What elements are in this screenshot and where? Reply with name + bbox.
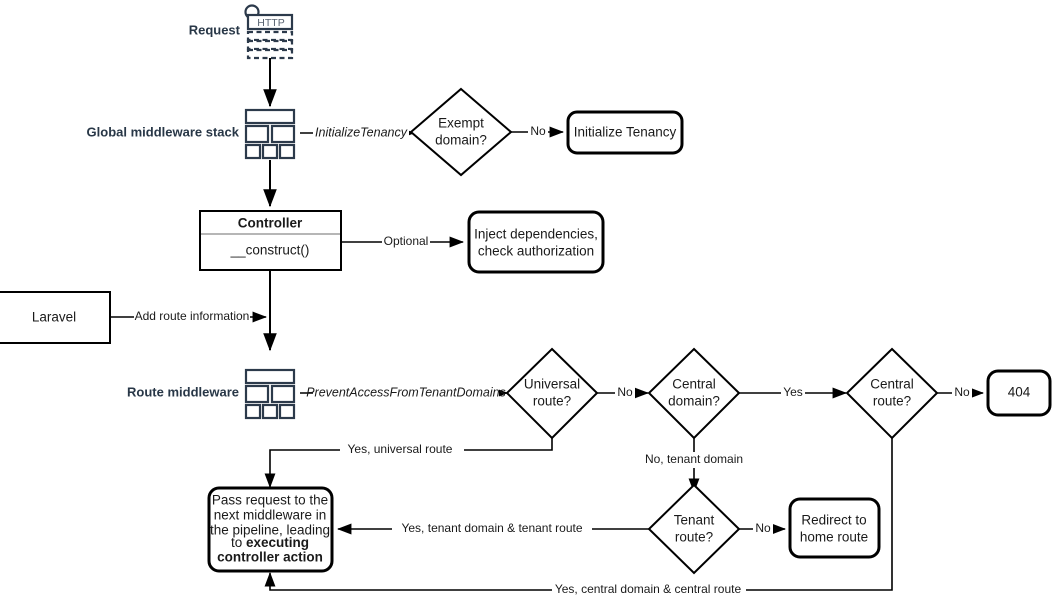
node-laravel-label: Laravel (32, 310, 76, 325)
edge-label-tenant-route-no: No (755, 521, 771, 535)
node-tenant-route[interactable]: Tenant route? (647, 483, 741, 575)
edge-label-universal-route-yes: Yes, universal route (348, 442, 453, 456)
node-controller-title: Controller (238, 216, 303, 231)
node-initialize-tenancy-label: Initialize Tenancy (574, 125, 677, 140)
node-laravel[interactable]: Laravel (0, 291, 111, 344)
node-central-route-line2: route? (873, 394, 911, 409)
node-redirect-home-line2: home route (800, 530, 868, 545)
node-exempt-domain-line1: Exempt (438, 116, 484, 131)
node-exempt-domain-line2: domain? (435, 133, 487, 148)
global-middleware-stack-icon (244, 108, 296, 160)
node-controller[interactable]: Controller __construct() (199, 210, 342, 271)
edge-label-add-route-information: Add route information (135, 309, 250, 323)
node-central-domain-line1: Central (672, 377, 716, 392)
edge-label-controller-optional: Optional (384, 234, 429, 248)
node-central-route-line1: Central (870, 377, 914, 392)
node-pass-request-line5: controller action (217, 550, 323, 565)
node-tenant-route-line2: route? (675, 530, 713, 545)
node-inject-dependencies-line2: check authorization (478, 244, 594, 259)
node-pass-request[interactable]: Pass request to the next middleware in t… (207, 486, 334, 573)
node-universal-route-line1: Universal (524, 377, 580, 392)
node-central-domain-line2: domain? (668, 394, 720, 409)
node-redirect-home[interactable]: Redirect to home route (788, 497, 881, 559)
node-redirect-home-line1: Redirect to (801, 513, 866, 528)
node-universal-route[interactable]: Universal route? (505, 347, 599, 440)
node-inject-dependencies[interactable]: Inject dependencies, check authorization (467, 210, 605, 274)
edge-label-universal-route-no: No (617, 385, 633, 399)
route-middleware-icon (244, 368, 296, 420)
edge-label-prevent-access-from-tenant-domains: PreventAccessFromTenantDomains (306, 385, 506, 399)
http-request-icon: HTTP (244, 4, 294, 60)
node-pass-request-line2: next middleware in (214, 508, 327, 523)
node-404[interactable]: 404 (986, 369, 1052, 417)
node-central-route[interactable]: Central route? (845, 347, 939, 440)
side-label-request: Request (189, 22, 241, 37)
node-controller-method: __construct() (230, 243, 310, 258)
edge-label-central-route-yes: Yes, central domain & central route (555, 582, 742, 596)
side-label-global-middleware-stack: Global middleware stack (87, 124, 240, 139)
node-pass-request-line4-bold: executing (246, 535, 309, 550)
node-404-label: 404 (1008, 385, 1031, 400)
node-pass-request-line3: the pipeline, leading (210, 523, 330, 538)
node-pass-request-line4-plain: to (231, 535, 246, 550)
edge-label-central-route-no: No (954, 385, 970, 399)
edge-label-central-domain-no-tenant: No, tenant domain (645, 452, 743, 466)
edge-label-exempt-domain-no: No (530, 124, 546, 138)
node-universal-route-line2: route? (533, 394, 571, 409)
node-pass-request-line1: Pass request to the (212, 493, 328, 508)
edge-label-central-domain-yes: Yes (783, 385, 803, 399)
edge-label-initialize-tenancy-middleware: InitializeTenancy (315, 125, 408, 139)
edge-label-tenant-route-yes: Yes, tenant domain & tenant route (401, 521, 582, 535)
side-label-route-middleware: Route middleware (127, 384, 239, 399)
node-initialize-tenancy[interactable]: Initialize Tenancy (566, 110, 684, 155)
node-pass-request-line4: to executing (231, 535, 309, 550)
node-tenant-route-line1: Tenant (674, 513, 715, 528)
http-icon-label: HTTP (257, 17, 284, 29)
node-exempt-domain[interactable]: Exempt domain? (409, 87, 513, 177)
node-central-domain[interactable]: Central domain? (647, 347, 741, 440)
node-inject-dependencies-line1: Inject dependencies, (474, 227, 598, 242)
